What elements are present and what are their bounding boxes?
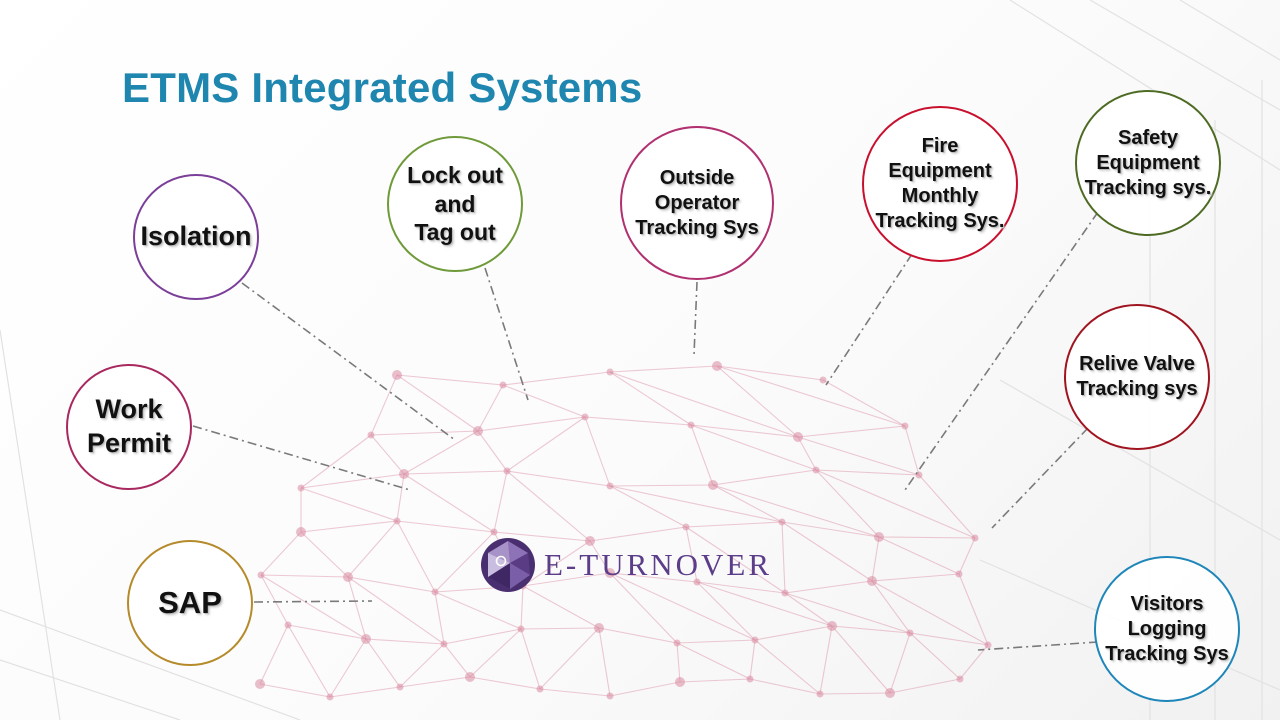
node-fire-equipment: Fire Equipment Monthly Tracking Sys.: [862, 106, 1018, 262]
node-isolation: Isolation: [133, 174, 259, 300]
slide-title: ETMS Integrated Systems: [122, 64, 643, 111]
connector-fire-equipment: [825, 253, 913, 386]
connector-work-permit: [192, 425, 411, 491]
node-label: Safety Equipment Tracking sys.: [1084, 126, 1212, 199]
node-label: Lock out and Tag out: [407, 161, 503, 246]
connector-sap: [253, 600, 373, 603]
node-label: Outside Operator Tracking Sys: [635, 166, 759, 239]
connector-outside-operator: [693, 281, 698, 356]
node-label: Work Permit: [86, 394, 172, 458]
node-label: Visitors Logging Tracking Sys: [1105, 592, 1229, 665]
node-label: Fire Equipment Monthly Tracking Sys.: [875, 135, 1005, 232]
node-label: Isolation: [140, 221, 252, 252]
node-outside-operator: Outside Operator Tracking Sys: [620, 126, 774, 280]
connector-relive-valve: [991, 427, 1089, 529]
node-sap: SAP: [127, 540, 253, 666]
node-safety-equipment: Safety Equipment Tracking sys.: [1075, 90, 1221, 236]
node-visitors-logging: Visitors Logging Tracking Sys: [1094, 556, 1240, 702]
node-lockout-tagout: Lock out and Tag out: [387, 136, 523, 272]
node-label: SAP: [158, 584, 222, 620]
connector-visitors-logging: [977, 641, 1099, 651]
connector-lockout-tagout: [484, 267, 529, 401]
node-relive-valve: Relive Valve Tracking sys: [1064, 304, 1210, 450]
faceted-gem-logo-icon: [481, 538, 535, 592]
node-work-permit: Work Permit: [66, 364, 192, 490]
e-turnover-logo: E-TURNOVER: [480, 536, 772, 594]
connector-isolation: [241, 282, 456, 441]
node-label: Relive Valve Tracking sys: [1076, 353, 1198, 400]
brand-name: E-TURNOVER: [544, 547, 773, 582]
